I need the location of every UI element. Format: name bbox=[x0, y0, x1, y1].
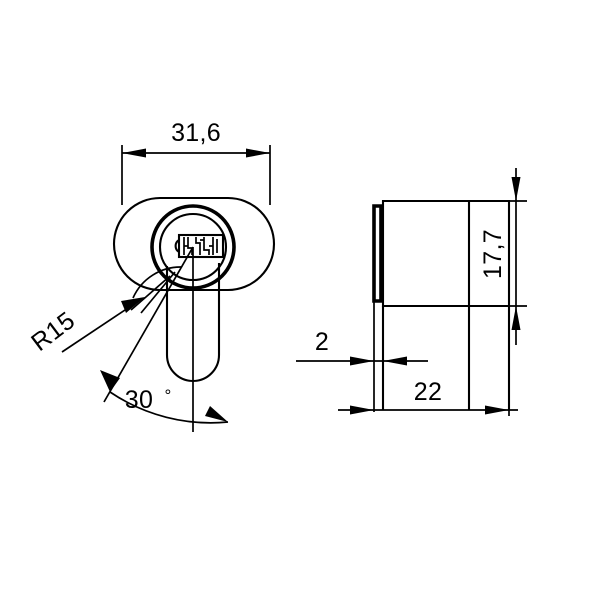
keyway-slot-rect bbox=[177, 233, 225, 259]
front-view: 31,6 R15 bbox=[26, 119, 276, 432]
keyway-profile-detail bbox=[183, 237, 218, 255]
dimension-22: 22 bbox=[338, 306, 518, 416]
arrowhead-left bbox=[122, 148, 146, 158]
dimension-label-angle: 30 bbox=[125, 386, 153, 414]
side-view: 17,7 2 22 bbox=[296, 168, 527, 416]
angle-arrowhead-left bbox=[100, 370, 120, 392]
r15-tick-b bbox=[140, 271, 176, 314]
keyway-boss bbox=[174, 239, 180, 253]
dimension-label-angle-unit: ° bbox=[164, 386, 171, 405]
dimension-30-deg: 30 ° bbox=[100, 246, 229, 432]
arrowhead-right bbox=[246, 148, 270, 158]
dimension-label-width: 31,6 bbox=[171, 119, 221, 147]
v-arrowhead-bottom bbox=[511, 306, 521, 330]
forend-plate-outline bbox=[372, 204, 383, 303]
angle-reference-line bbox=[103, 246, 194, 403]
dimension-label-depth: 22 bbox=[414, 378, 442, 406]
dimension-2: 2 bbox=[296, 328, 428, 366]
dimension-label-radius: R15 bbox=[26, 306, 80, 357]
dimension-r15: R15 bbox=[26, 266, 183, 357]
t-arrowhead-left bbox=[350, 356, 374, 366]
v-arrowhead-top bbox=[511, 177, 521, 201]
angle-arc bbox=[109, 391, 229, 424]
r15-tick-a bbox=[130, 275, 171, 311]
dimension-31-6: 31,6 bbox=[121, 119, 271, 205]
escutcheon-outline bbox=[112, 196, 276, 292]
t-arrowhead-right bbox=[383, 356, 407, 366]
dimension-label-thickness: 2 bbox=[315, 328, 329, 356]
dimension-label-height: 17,7 bbox=[479, 229, 507, 279]
d-arrowhead-right bbox=[485, 405, 509, 415]
r15-reference-arc bbox=[132, 266, 183, 299]
dimension-17-7: 17,7 bbox=[469, 168, 527, 345]
d-arrowhead-left bbox=[350, 405, 374, 415]
angle-arrowhead-right bbox=[205, 406, 228, 422]
r15-arrowhead bbox=[121, 297, 145, 313]
